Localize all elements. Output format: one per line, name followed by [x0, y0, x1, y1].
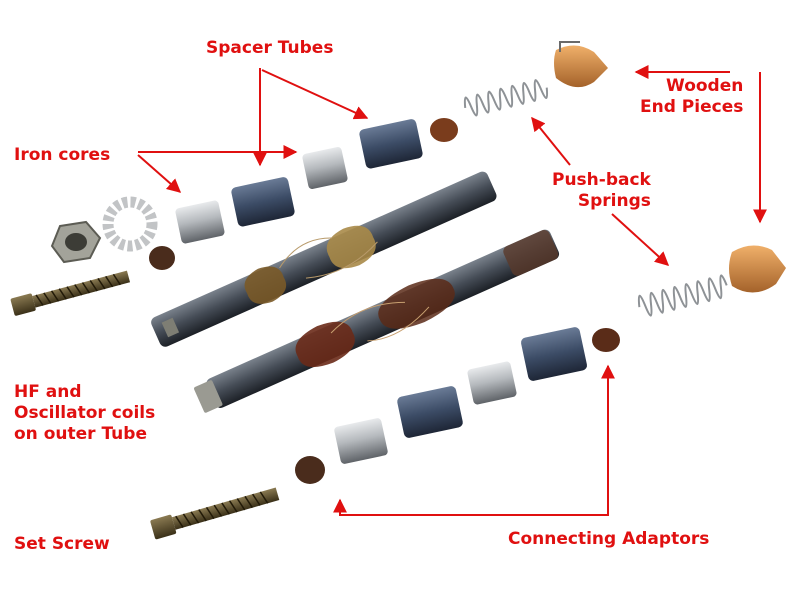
- set-screw-lower: [150, 487, 280, 540]
- push-back-spring-lower: [637, 274, 728, 317]
- spacer-tubes-arrow-right: [261, 69, 369, 120]
- label-iron-cores: Iron cores: [14, 145, 111, 165]
- spacer-tube: [359, 119, 423, 169]
- label-wooden-end-pieces: Wooden End Pieces: [640, 76, 744, 117]
- upper-parts-row: [10, 41, 608, 316]
- label-spacer-tubes: Spacer Tubes: [206, 38, 334, 58]
- hex-nut: [50, 220, 102, 264]
- connecting-adaptor: [430, 118, 458, 142]
- connecting-adaptor: [592, 328, 620, 352]
- push-back-springs-arrow-up: [531, 116, 571, 166]
- wooden-end-piece-lower: [729, 245, 786, 293]
- push-back-springs-arrow-down: [611, 213, 670, 266]
- coil-tube-lower: [194, 229, 560, 413]
- connecting-adaptor-lower: [295, 456, 325, 484]
- push-back-spring-upper: [463, 79, 549, 117]
- coil-tube-upper: [151, 171, 497, 347]
- connecting-adaptors-arrow: [333, 498, 609, 516]
- iron-core: [302, 146, 348, 190]
- spacer-tube: [397, 386, 463, 438]
- iron-core: [175, 200, 225, 244]
- set-screw-upper: [10, 270, 131, 316]
- lock-washer: [102, 196, 158, 252]
- iron-core: [334, 418, 388, 464]
- iron-core: [467, 361, 517, 405]
- annotation-arrows: [137, 65, 767, 516]
- label-hf-oscillator-coils: HF and Oscillator coils on outer Tube: [14, 382, 156, 444]
- connecting-adaptor-upper: [149, 246, 175, 270]
- label-push-back-springs: Push-back Springs: [552, 170, 651, 211]
- wooden-end-piece-upper: [554, 41, 608, 88]
- spacer-tube: [521, 327, 587, 381]
- lower-parts-row: [150, 245, 786, 540]
- spacer-tube: [231, 177, 295, 227]
- label-connecting-adaptors: Connecting Adaptors: [508, 529, 710, 549]
- iron-cores-arrow-left: [137, 154, 182, 193]
- label-set-screw: Set Screw: [14, 534, 110, 554]
